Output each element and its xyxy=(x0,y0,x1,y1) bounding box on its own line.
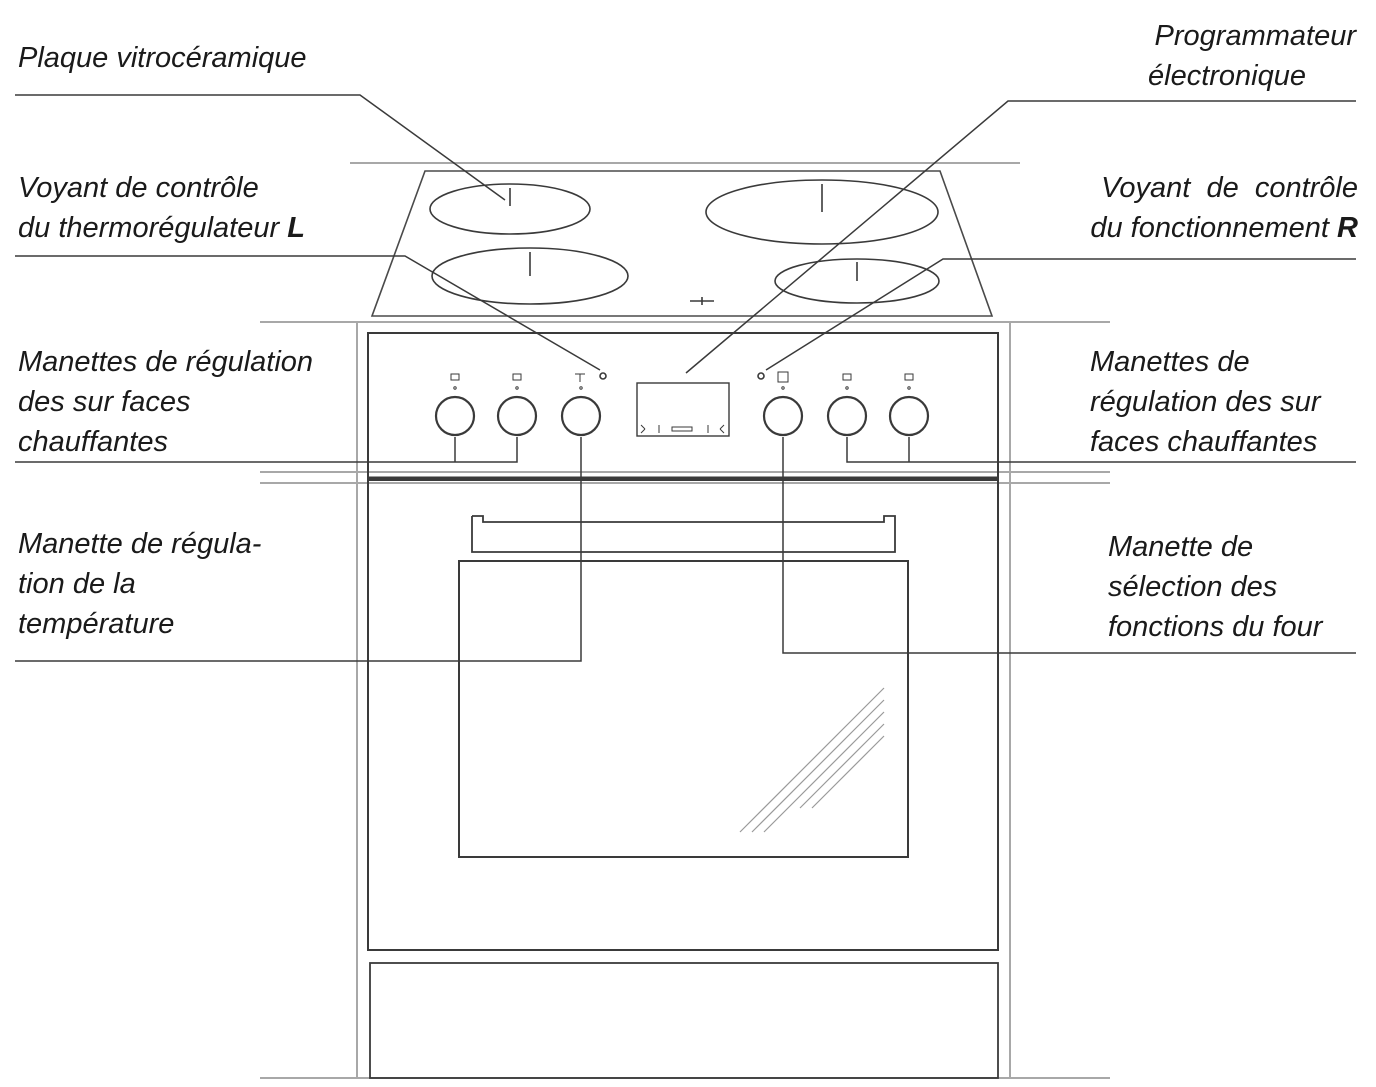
leader-programmer xyxy=(685,100,1356,374)
knobs xyxy=(434,395,930,437)
ceramic-cooktop xyxy=(370,170,994,317)
temperature-knob xyxy=(560,395,602,437)
leader-left-knobs xyxy=(15,437,518,463)
storage-drawer xyxy=(369,962,999,1079)
leader-left-light xyxy=(15,255,601,371)
operating-pilot-light-R xyxy=(757,372,765,380)
door-handle xyxy=(471,515,896,553)
hotplate-knob-1 xyxy=(434,395,476,437)
light-tag-R: R xyxy=(1337,212,1358,244)
cooking-zone-front-right xyxy=(774,258,940,304)
oven-function-knob xyxy=(762,395,804,437)
label-temperature-knob: Manette de régula- tion de la températur… xyxy=(18,528,262,640)
programmer-buttons xyxy=(640,424,725,434)
label-programmer: Programmateur électronique xyxy=(1148,20,1356,92)
glass-reflection xyxy=(739,687,885,833)
label-cooktop: Plaque vitrocéramique xyxy=(18,42,307,74)
control-panel xyxy=(367,332,999,480)
leader-right-light xyxy=(765,258,1356,371)
cabinet-outline xyxy=(260,162,1110,1079)
hotplate-knob-2 xyxy=(496,395,538,437)
leader-right-knobs xyxy=(846,437,1356,463)
label-left-pilot-light: Voyant de contrôle du thermorégulateur L xyxy=(18,172,305,244)
label-function-knob: Manette de sélection des fonctions du fo… xyxy=(1108,531,1323,643)
cooking-zone-front-left xyxy=(431,247,629,305)
electronic-programmer-display xyxy=(636,382,730,437)
cooking-zone-rear-right xyxy=(705,179,939,245)
leader-lines xyxy=(15,94,1356,662)
leader-function-knob xyxy=(782,437,1356,654)
oven-door xyxy=(367,479,999,951)
label-right-pilot-light: Voyant de contrôle du fonctionnement R xyxy=(1090,172,1358,244)
leader-temperature-knob xyxy=(15,437,582,662)
hotplate-knob-4 xyxy=(888,395,930,437)
label-right-knobs: Manettes de régulation des sur faces cha… xyxy=(1090,346,1321,458)
light-tag-L: L xyxy=(287,212,305,244)
cooking-zone-rear-left xyxy=(429,183,591,235)
door-window xyxy=(458,560,909,858)
label-left-knobs: Manettes de régulation des sur faces cha… xyxy=(18,346,314,458)
leader-cooktop xyxy=(15,94,506,201)
thermostat-pilot-light-L xyxy=(599,372,607,380)
knob-symbols xyxy=(450,371,914,390)
hotplate-knob-3 xyxy=(826,395,868,437)
